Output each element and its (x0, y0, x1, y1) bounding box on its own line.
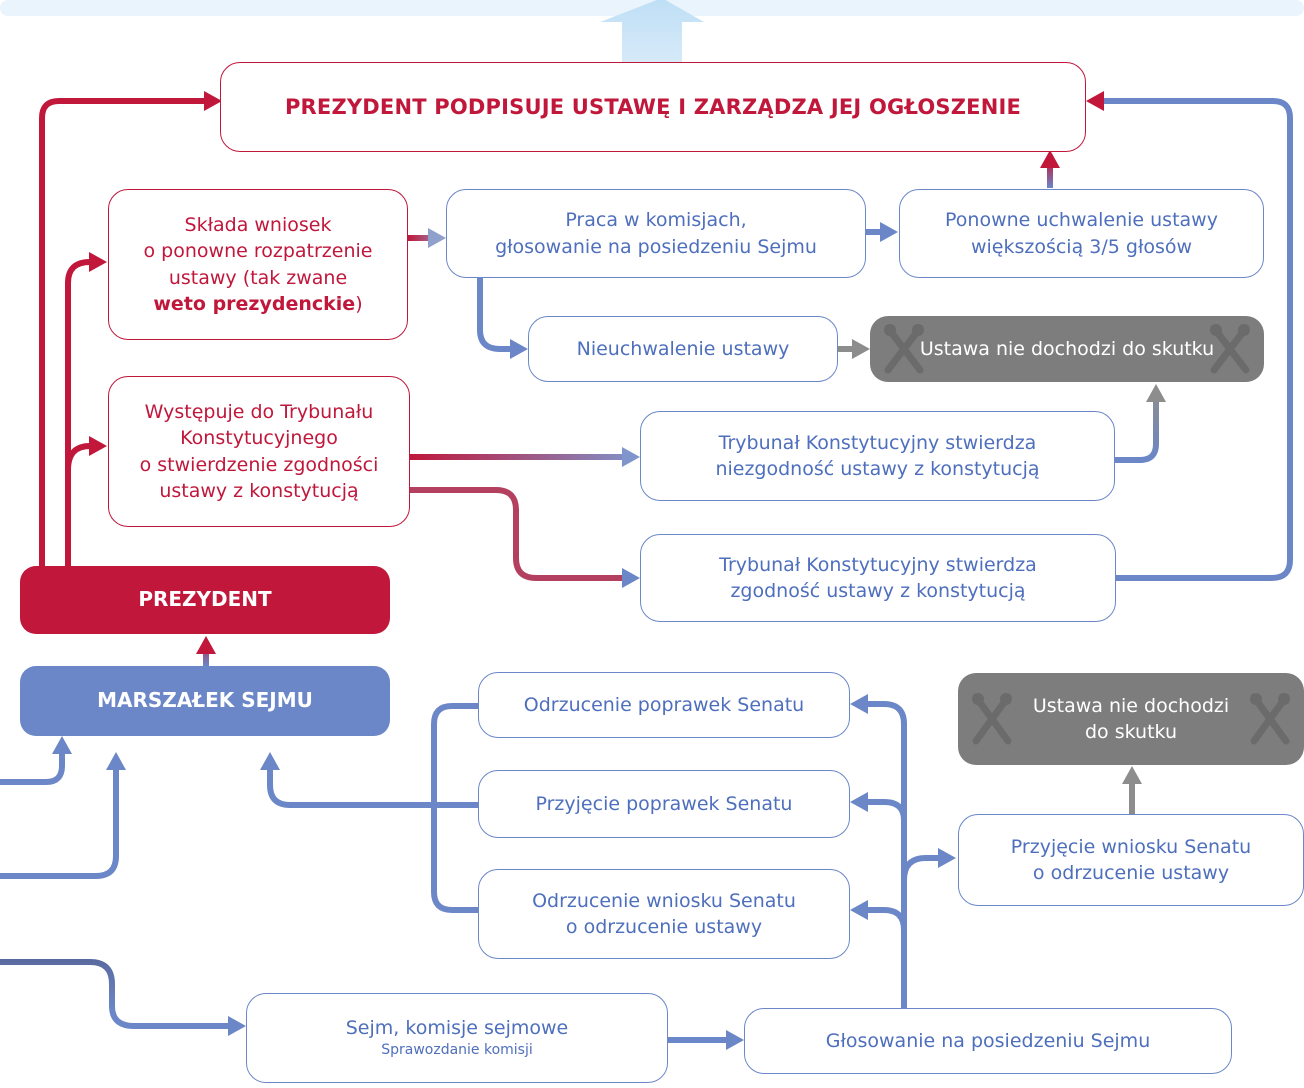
tribunal-non-compliant-box: Trybunał Konstytucyjny stwierdza niezgod… (640, 411, 1115, 501)
tribunal-request-line-1: Występuje do Trybunału (144, 401, 374, 424)
sejm-committees-box: Sejm, komisje sejmowe Sprawozdanie komis… (246, 993, 668, 1083)
accept-motion-box: Przyjęcie wniosku Senatu o odrzucenie us… (958, 814, 1304, 906)
sejm-vote-text: Głosowanie na posiedzeniu Sejmu (825, 1029, 1151, 1052)
up-arrow-big (600, 0, 704, 62)
not-effective-bottom-line-2: do skutku (1085, 721, 1177, 743)
repassing-line-2: większością 3/5 głosów (970, 235, 1193, 258)
committee-work-line-2: głosowanie na posiedzeniu Sejmu (495, 235, 817, 258)
sejm-vote-box: Głosowanie na posiedzeniu Sejmu (744, 1008, 1232, 1074)
president-text: PREZYDENT (138, 587, 272, 612)
veto-line-3: ustawy (tak zwane (168, 266, 348, 289)
reject-motion-line-2: o odrzucenie ustawy (565, 916, 763, 938)
repassing-box: Ponowne uchwalenie ustawy większością 3/… (899, 189, 1264, 278)
accept-amendments-box: Przyjęcie poprawek Senatu (478, 770, 850, 838)
marshal-text: MARSZAŁEK SEJMU (97, 688, 313, 713)
tribunal-compliant-box: Trybunał Konstytucyjny stwierdza zgodnoś… (640, 534, 1116, 622)
reject-amendments-text: Odrzucenie poprawek Senatu (523, 693, 805, 716)
veto-line-1: Składa wniosek (184, 214, 332, 237)
not-effective-top-text: Ustawa nie dochodzi do skutku (919, 337, 1215, 360)
veto-line-4: weto prezydenckie) (153, 291, 362, 317)
veto-line-2: o ponowne rozpatrzenie (143, 240, 373, 263)
accept-amendments-text: Przyjęcie poprawek Senatu (535, 792, 793, 815)
veto-bold-term: weto prezydenckie (153, 292, 356, 315)
crossed-tools-icon (884, 324, 924, 374)
tribunal-request-box: Występuje do Trybunału Konstytucyjnego o… (108, 376, 410, 527)
sejm-committees-line-1: Sejm, komisje sejmowe (345, 1017, 569, 1040)
not-effective-bottom-box: Ustawa nie dochodzi do skutku (958, 673, 1304, 765)
crossed-tools-icon (1250, 693, 1290, 745)
tribunal-request-line-2: Konstytucyjnego (180, 427, 338, 450)
not-effective-top-box: Ustawa nie dochodzi do skutku (870, 316, 1264, 382)
repassing-line-1: Ponowne uchwalenie ustawy (945, 209, 1218, 232)
reject-motion-box: Odrzucenie wniosku Senatu o odrzucenie u… (478, 869, 850, 959)
not-passed-text: Nieuchwalenie ustawy (576, 337, 790, 360)
president-signs-box: PREZYDENT PODPISUJE USTAWĘ I ZARZĄDZA JE… (220, 62, 1086, 152)
tribunal-non-compliant-line-2: niezgodność ustawy z konstytucją (715, 458, 1040, 480)
crossed-tools-icon (1210, 324, 1250, 374)
veto-closing: ) (355, 292, 363, 315)
tribunal-compliant-line-1: Trybunał Konstytucyjny stwierdza (719, 553, 1037, 576)
accept-motion-line-1: Przyjęcie wniosku Senatu (1010, 835, 1252, 858)
tribunal-request-line-4: ustawy z konstytucją (159, 479, 359, 502)
tribunal-compliant-line-2: zgodność ustawy z konstytucją (730, 580, 1026, 602)
sejm-committees-line-2: Sprawozdanie komisji (381, 1042, 533, 1059)
committee-work-box: Praca w komisjach, głosowanie na posiedz… (446, 189, 866, 278)
accept-motion-line-2: o odrzucenie ustawy (1032, 862, 1230, 884)
president-signs-text: PREZYDENT PODPISUJE USTAWĘ I ZARZĄDZA JE… (284, 94, 1022, 119)
not-passed-box: Nieuchwalenie ustawy (528, 316, 838, 382)
tribunal-non-compliant-line-1: Trybunał Konstytucyjny stwierdza (718, 431, 1037, 454)
not-effective-bottom-line-1: Ustawa nie dochodzi (1032, 694, 1230, 717)
president-box: PREZYDENT (20, 566, 390, 634)
crossed-tools-icon (972, 693, 1012, 745)
reject-motion-line-1: Odrzucenie wniosku Senatu (532, 889, 796, 912)
marshal-box: MARSZAŁEK SEJMU (20, 666, 390, 736)
veto-box: Składa wniosek o ponowne rozpatrzenie us… (108, 189, 408, 340)
tribunal-request-line-3: o stwierdzenie zgodności (139, 453, 379, 476)
committee-work-line-1: Praca w komisjach, (565, 209, 747, 232)
reject-amendments-box: Odrzucenie poprawek Senatu (478, 672, 850, 738)
